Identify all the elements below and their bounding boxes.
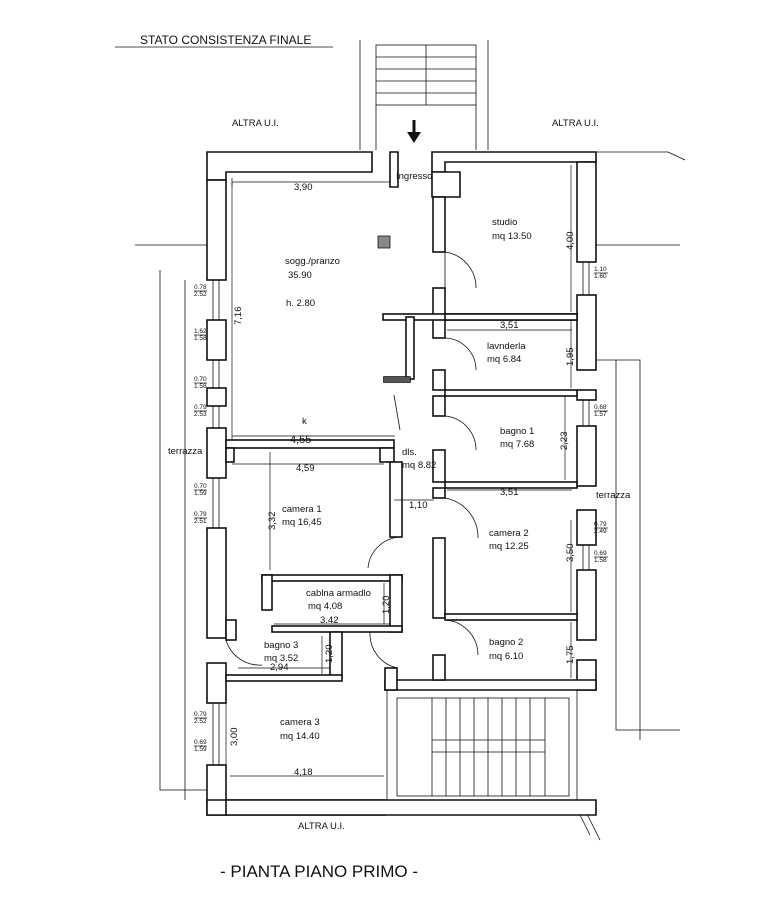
winr2-bottom: 1.57 xyxy=(594,411,607,418)
win5-bottom: 1.59 xyxy=(194,490,207,497)
doors xyxy=(225,251,479,669)
dim-350: 3,50 xyxy=(565,544,576,563)
room-bagno3-area: mq 3.52 xyxy=(264,653,298,664)
label-altra-ui-right: ALTRA U.I. xyxy=(552,118,599,129)
dim-332: 3,32 xyxy=(267,512,278,531)
room-bagno2-area: mq 6.10 xyxy=(489,651,523,662)
dim-120b: 1,20 xyxy=(324,645,335,664)
left-terrace-outline xyxy=(135,244,220,800)
room-bagno3-name: bagno 3 xyxy=(264,640,298,651)
dim-175: 1,75 xyxy=(565,646,576,665)
label-ingresso: Ingresso xyxy=(396,171,432,182)
label-altra-ui-bottom: ALTRA U.I. xyxy=(298,821,345,832)
right-terrace-outline xyxy=(596,244,680,740)
win3-bottom: 1.58 xyxy=(194,383,207,390)
dimension-lines xyxy=(225,165,572,798)
dim-351b: 3,51 xyxy=(500,487,519,498)
dim-294: 2,94 xyxy=(270,662,289,673)
win4-bottom: 2.53 xyxy=(194,411,207,418)
win2-bottom: 1.58 xyxy=(194,335,207,342)
dim-459: 4,59 xyxy=(296,463,315,474)
winr4-top: 0.69 xyxy=(594,550,607,557)
room-dis-name: dls. xyxy=(402,447,417,458)
kitchen-counter xyxy=(384,377,410,382)
dim-342: 3.42 xyxy=(320,615,339,626)
room-bagno2-name: bagno 2 xyxy=(489,637,523,648)
room-bagno1-name: bagno 1 xyxy=(500,426,534,437)
room-camera3-area: mq 14.40 xyxy=(280,731,320,742)
label-terrazza-left: terrazza xyxy=(168,446,203,457)
win6-bottom: 2.51 xyxy=(194,518,207,525)
room-cabina-area: mq 4.08 xyxy=(308,601,342,612)
room-dis-area: mq 8.82 xyxy=(402,460,436,471)
room-cabina-name: cablna armadlo xyxy=(306,588,371,599)
winr3-bottom: 2.49 xyxy=(594,528,607,535)
win4-top: 0.79 xyxy=(194,404,207,411)
win7-top: 0.79 xyxy=(194,711,207,718)
winr1-top: 1.10 xyxy=(594,266,607,273)
win8-bottom: 1.59 xyxy=(194,746,207,753)
dim-390: 3,90 xyxy=(294,182,313,193)
dim-455: 4,55 xyxy=(290,434,311,446)
room-camera1-name: camera 1 xyxy=(282,504,322,515)
dim-418: 4,18 xyxy=(294,767,313,778)
plan-title: STATO CONSISTENZA FINALE xyxy=(140,33,311,47)
top-stair xyxy=(359,40,489,150)
dim-223: 2,23 xyxy=(559,432,570,451)
label-kitchen-k: k xyxy=(302,416,307,427)
window-sizes-left: 0.78 2.52 1.62 1.58 0.70 1.58 0.79 2.53 … xyxy=(194,284,207,753)
room-camera1-area: mq 16,45 xyxy=(282,517,322,528)
room-camera3-name: camera 3 xyxy=(280,717,320,728)
outer-walls xyxy=(206,151,597,816)
room-lavanderia-name: lavnderla xyxy=(487,341,526,352)
dim-110: 1,10 xyxy=(409,500,428,511)
win3-top: 0.70 xyxy=(194,376,207,383)
room-lavanderia-area: mq 6.84 xyxy=(487,354,521,365)
win1-bottom: 2.52 xyxy=(194,291,207,298)
winr1-bottom: 1.60 xyxy=(594,273,607,280)
room-camera2-name: camera 2 xyxy=(489,528,529,539)
dim-351a: 3,51 xyxy=(500,320,519,331)
win6-top: 0.79 xyxy=(194,511,207,518)
room-studio-area: mq 13.50 xyxy=(492,231,532,242)
winr3-top: 0.79 xyxy=(594,521,607,528)
win2-top: 1.62 xyxy=(194,328,207,335)
top-right-wall xyxy=(596,151,686,161)
dim-300: 3,00 xyxy=(229,728,240,747)
win8-top: 0.69 xyxy=(194,739,207,746)
window-sizes-right: 1.10 1.60 0.68 1.57 0.79 2.49 0.69 1.58 xyxy=(594,266,608,564)
winr4-bottom: 1.58 xyxy=(594,557,607,564)
dim-400: 4,00 xyxy=(565,232,576,251)
dim-195: 1,95 xyxy=(565,348,576,367)
room-soggiorno-name: sogg./pranzo xyxy=(285,256,340,267)
winr2-top: 0.68 xyxy=(594,404,607,411)
internal-stair xyxy=(386,689,578,801)
label-terrazza-right: terrazza xyxy=(596,490,631,501)
room-studio-name: studio xyxy=(492,217,517,228)
chimney-icon xyxy=(377,235,391,249)
win1-top: 0.78 xyxy=(194,284,207,291)
dim-120a: 1,20 xyxy=(381,596,392,615)
window-glazing xyxy=(212,262,590,765)
dim-716: 7,16 xyxy=(233,307,244,326)
plan-subtitle: - PIANTA PIANO PRIMO - xyxy=(220,862,418,881)
room-soggiorno-height: h. 2.80 xyxy=(286,298,315,309)
room-camera2-area: mq 12.25 xyxy=(489,541,529,552)
label-altra-ui-left: ALTRA U.I. xyxy=(232,118,279,129)
entry-arrowhead-icon xyxy=(407,132,421,143)
room-bagno1-area: mq 7.68 xyxy=(500,439,534,450)
win7-bottom: 2.52 xyxy=(194,718,207,725)
win5-top: 0.70 xyxy=(194,483,207,490)
room-soggiorno-area: 35.90 xyxy=(288,270,312,281)
